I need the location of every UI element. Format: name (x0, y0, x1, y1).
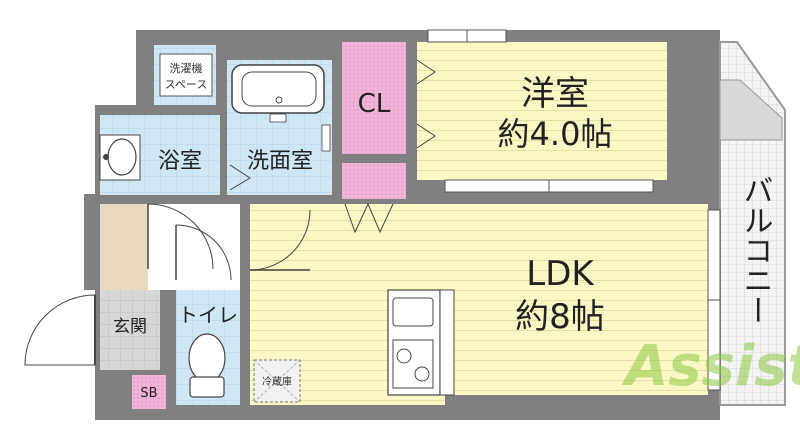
refrigerator-cross-2 (253, 359, 301, 403)
stove-burner-1 (396, 348, 412, 364)
hallway-floor (148, 204, 240, 290)
western-door-swing-2 (416, 123, 436, 149)
shoe-box (132, 375, 166, 409)
western-room (417, 42, 667, 180)
closet-folding-door (344, 202, 394, 234)
refrigerator-label: 冷蔵庫 (262, 375, 292, 388)
toilet-tank (189, 376, 225, 398)
watermark: Assist (621, 334, 800, 399)
ldk-size: 約8帖 (515, 297, 605, 337)
washer-space-label-1: 洗濯機 (170, 61, 203, 75)
western-room-label: 洋室 (521, 74, 589, 114)
washroom-fitting (321, 124, 331, 152)
entrance-label: 玄関 (113, 317, 147, 337)
kitchen-sink (392, 297, 434, 327)
basin (107, 138, 137, 176)
ldk-label: LDK (526, 254, 595, 294)
balcony-corner (719, 79, 783, 141)
shoe-box-label: SB (140, 386, 157, 401)
kitchen-stove (392, 339, 434, 389)
washroom-door-swing (229, 164, 251, 191)
closet-label: CL (358, 89, 391, 119)
washer-space-box (159, 53, 213, 97)
faucet-icon (103, 154, 109, 160)
bathtub-inner (241, 71, 317, 107)
stove-burner-2 (414, 366, 430, 382)
closet (342, 42, 406, 154)
toilet-label: トイレ (178, 303, 238, 327)
balcony-label: バルコニー (738, 175, 773, 325)
washroom-shelf (269, 113, 287, 123)
bathroom-label: 浴室 (158, 149, 202, 174)
bathtub-drain (275, 96, 283, 104)
entrance (100, 290, 160, 370)
closet-lower (342, 163, 406, 199)
ldk-room (250, 204, 708, 405)
ldk-door-swing (249, 209, 311, 271)
kitchen-backsplash (439, 289, 455, 396)
western-room-size: 約4.0帖 (498, 115, 613, 153)
washer-space-label-2: スペース (165, 78, 208, 91)
washroom-label: 洗面室 (247, 149, 313, 174)
entrance-door-swing (24, 294, 96, 366)
toilet-bowl (188, 333, 226, 383)
western-door-swing-1 (416, 59, 436, 85)
hallway-door-swing-1 (147, 203, 214, 270)
toilet-door-swing (175, 224, 232, 281)
